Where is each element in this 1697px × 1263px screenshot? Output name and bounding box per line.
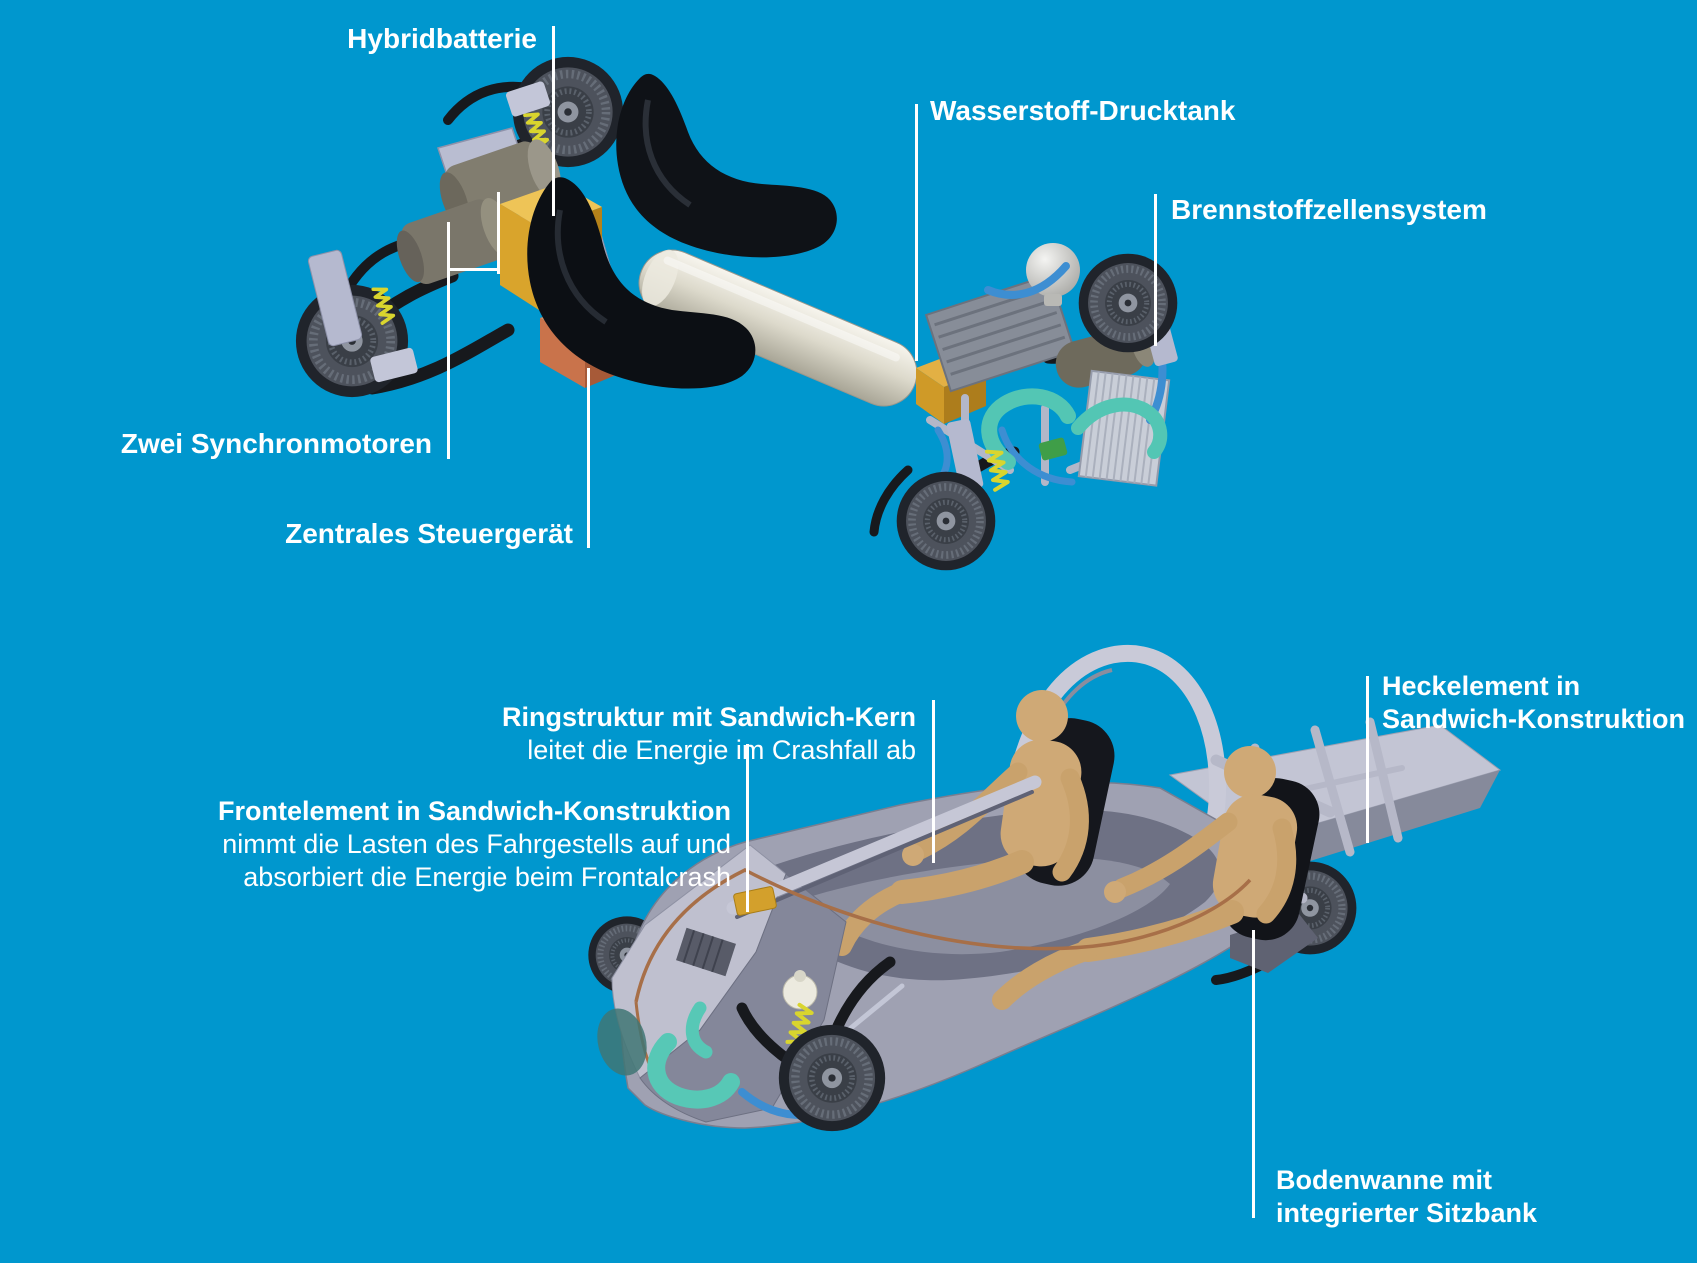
leader-line-wasserstoff-drucktank — [915, 104, 918, 361]
crash-test-dummy — [992, 746, 1298, 1010]
leader-line-bodenwanne — [1252, 930, 1255, 1218]
chassis-illustration — [588, 645, 1502, 1131]
leader-line-frontelement — [746, 744, 749, 912]
bucket-seats — [527, 73, 837, 389]
label-frontelement-desc1: nimmt die Lasten des Fahrgestells auf un… — [222, 829, 731, 859]
label-hybridbatterie: Hybridbatterie — [347, 23, 537, 54]
label-zentrales-steuergeraet: Zentrales Steuergerät — [285, 518, 573, 549]
label-frontelement-desc2: absorbiert die Energie beim Frontalcrash — [243, 862, 731, 892]
label-bodenwanne-line1: Bodenwanne mit — [1276, 1165, 1493, 1195]
label-ringstruktur-desc: leitet die Energie im Crashfall ab — [527, 735, 916, 765]
leader-line-hybridbatterie — [552, 26, 555, 216]
label-wasserstoff-drucktank: Wasserstoff-Drucktank — [930, 95, 1236, 126]
label-zwei-synchronmotoren: Zwei Synchronmotoren — [120, 428, 432, 459]
chassis-front-wheel-icon — [779, 1025, 885, 1131]
hydrogen-tank — [638, 249, 918, 407]
leader-line-synchronmotoren-main — [447, 222, 450, 459]
rear-wheel-icon — [1079, 254, 1178, 353]
label-heckelement-line2: Sandwich-Konstruktion — [1382, 704, 1685, 734]
label-ringstruktur-title: Ringstruktur mit Sandwich-Kern — [501, 702, 916, 732]
leader-line-synchronmotoren-bridge — [447, 268, 500, 271]
fuel-cell-stack — [924, 273, 1076, 393]
label-heckelement-line1: Heckelement in — [1382, 671, 1581, 701]
rear-wheel-icon — [897, 472, 996, 571]
label-frontelement: Frontelement in Sandwich-Konstruktion ni… — [218, 795, 731, 894]
label-brennstoffzellensystem: Brennstoffzellensystem — [1171, 194, 1487, 225]
leader-line-brennstoffzellensystem — [1154, 194, 1157, 346]
leader-line-synchronmotoren-stub — [497, 192, 500, 274]
fuel-cell-module — [869, 243, 1179, 571]
leader-line-heckelement — [1366, 676, 1369, 843]
seat-shell — [616, 73, 837, 258]
label-frontelement-title: Frontelement in Sandwich-Konstruktion — [217, 796, 731, 826]
leader-line-ringstruktur — [932, 700, 935, 863]
label-bodenwanne: Bodenwanne mit integrierter Sitzbank — [1276, 1164, 1537, 1230]
sandwich-core-edge — [634, 868, 1252, 1003]
leader-line-steuergeraet — [587, 368, 590, 548]
label-ringstruktur: Ringstruktur mit Sandwich-Kern leitet di… — [502, 701, 916, 767]
seat-shell — [527, 177, 756, 389]
label-bodenwanne-line2: integrierter Sitzbank — [1276, 1198, 1538, 1228]
label-heckelement: Heckelement in Sandwich-Konstruktion — [1382, 670, 1685, 736]
drivetrain-illustration — [296, 57, 1179, 570]
